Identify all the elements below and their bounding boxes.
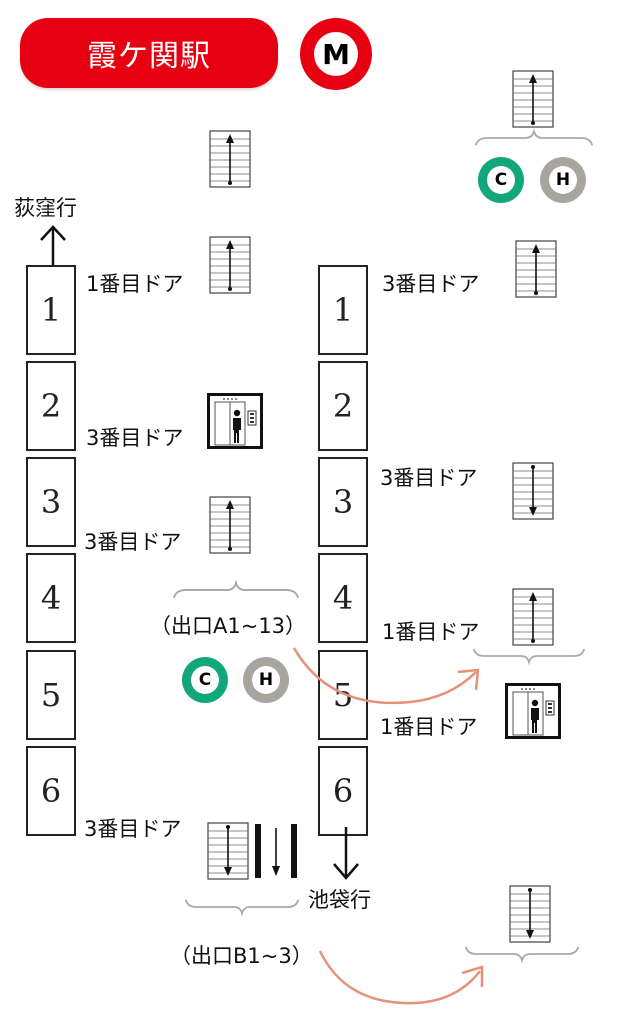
elevator-icon: [505, 683, 561, 739]
door-label-right-3: 1番目ドア: [382, 620, 480, 644]
elevator-icon: [207, 393, 263, 449]
train-car-4-left: 4: [26, 553, 76, 643]
marunouchi-line-letter: M: [314, 32, 358, 76]
station-name-banner: 霞ケ関駅: [20, 18, 278, 88]
direction-ogikubo-label: 荻窪行: [14, 196, 77, 220]
train-car-4-right: 4: [318, 553, 368, 643]
train-car-6-left: 6: [26, 746, 76, 836]
escalator-down-icon: [509, 885, 551, 943]
train-car-5-right: 5: [318, 650, 368, 740]
train-car-1-right: 1: [318, 265, 368, 355]
direction-ikebukuro-label: 池袋行: [308, 888, 371, 912]
hibiya-line-letter: H: [252, 666, 280, 694]
hibiya-line-badge: H: [540, 157, 586, 203]
door-label-right-2: 3番目ドア: [380, 466, 478, 490]
chiyoda-line-letter: C: [487, 166, 515, 194]
arrow-down-icon: [333, 827, 359, 880]
hibiya-line-badge: H: [243, 657, 289, 703]
marunouchi-line-badge: M: [300, 18, 372, 90]
transfer-arrow-icon: [318, 950, 484, 1005]
train-car-6-right: 6: [318, 746, 368, 836]
escalator-up-icon: [209, 496, 251, 554]
door-label-right-1: 3番目ドア: [382, 272, 480, 296]
chiyoda-line-badge: C: [182, 657, 228, 703]
escalator-up-icon: [209, 236, 251, 294]
chiyoda-line-badge: C: [478, 157, 524, 203]
door-label-left-3: 3番目ドア: [84, 530, 182, 554]
door-label-right-4: 1番目ドア: [380, 715, 478, 739]
station-name: 霞ケ関駅: [87, 39, 211, 74]
transfer-arrow-icon: [292, 647, 480, 705]
exit-b-label: （出口B1~3）: [170, 944, 313, 968]
train-car-2-right: 2: [318, 361, 368, 451]
escalator-down-icon: [207, 822, 249, 880]
door-label-left-2: 3番目ドア: [86, 426, 184, 450]
stairs-down-icon: [255, 824, 297, 878]
train-car-3-left: 3: [26, 457, 76, 547]
brace-icon: [184, 897, 300, 917]
brace-icon: [474, 128, 594, 148]
train-car-5-left: 5: [26, 650, 76, 740]
door-label-left-1: 1番目ドア: [86, 272, 184, 296]
door-label-left-4: 3番目ドア: [84, 817, 182, 841]
train-car-2-left: 2: [26, 361, 76, 451]
train-car-1-left: 1: [26, 265, 76, 355]
hibiya-line-letter: H: [549, 166, 577, 194]
chiyoda-line-letter: C: [191, 666, 219, 694]
escalator-down-icon: [512, 462, 554, 520]
escalator-up-icon: [515, 240, 557, 298]
escalator-up-icon: [209, 130, 251, 188]
exit-a-label: （出口A1~13）: [150, 614, 307, 638]
escalator-up-icon: [512, 70, 554, 128]
escalator-up-icon: [512, 588, 554, 646]
train-car-3-right: 3: [318, 457, 368, 547]
brace-icon: [172, 580, 300, 600]
